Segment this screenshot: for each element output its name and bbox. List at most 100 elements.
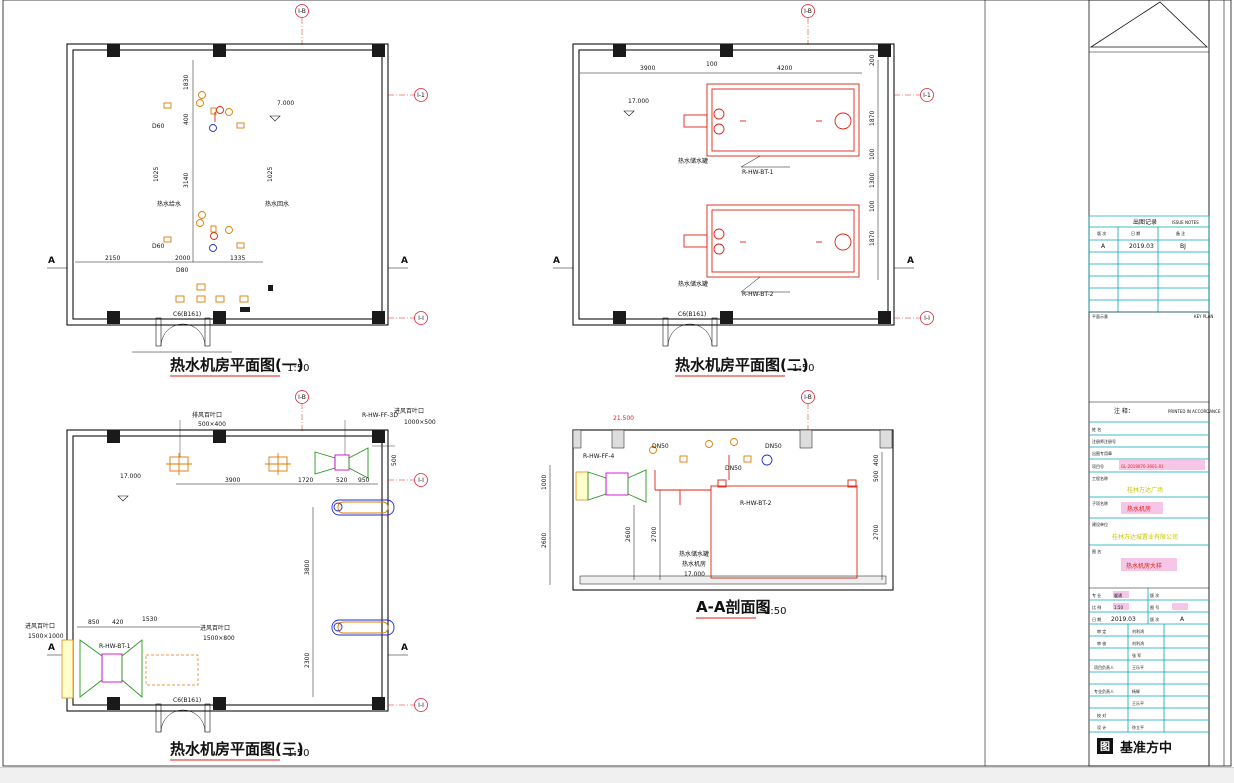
subproject-name: 热水机房 — [1127, 505, 1151, 513]
equipment-tag: R-HW-FF-4 — [583, 453, 615, 460]
grid-label: I-I — [418, 702, 424, 709]
dimension-text: 200 — [869, 54, 876, 66]
notes-label-en: PRINTED IN ACCORDANCE — [1168, 409, 1221, 414]
door: C6(B161) — [155, 311, 211, 347]
dimension-text: 2700 — [873, 525, 880, 540]
pipe-size-label: D60 — [152, 243, 164, 250]
annotation: 热水机房 — [682, 560, 706, 568]
dimension-text: 2000 — [175, 255, 190, 262]
dimension-text: 3900 — [640, 65, 655, 72]
field-label: 日 期 — [1092, 616, 1101, 622]
role-label: 审 定 — [1097, 628, 1106, 634]
section-piping — [649, 438, 773, 505]
elevation-label: 21.500 — [613, 415, 634, 422]
hot-water-tank-2 — [683, 204, 860, 278]
signer-name: 刘利鸿 — [1132, 628, 1144, 634]
door: C6(B161) — [155, 697, 211, 733]
dimension-text: 2600 — [541, 533, 548, 548]
door: C6(B161) — [662, 311, 718, 347]
grid-label: I-1 — [417, 92, 425, 99]
grid-label: I-I — [418, 315, 424, 322]
equipment-tag: R-HW-BT-1 — [742, 169, 774, 176]
company-logo-icon — [1097, 738, 1113, 754]
field-label: 建设单位 — [1092, 521, 1108, 527]
section-mark: A — [907, 256, 914, 266]
section-hot-water-tank — [710, 479, 858, 579]
dimension-text: 2600 — [625, 527, 632, 542]
plan-2: I-B I-1 I-I A A 3900 100 4200 200 1870 1… — [553, 4, 934, 377]
duct-sleeve-lower — [331, 619, 395, 636]
field-label: 姓 名 — [1092, 426, 1101, 432]
dimension-text: 400 — [873, 454, 880, 466]
annotation: 1500×1000 — [28, 633, 64, 640]
grid-label: I-B — [804, 394, 812, 401]
elevation-label: 17.000 — [120, 473, 141, 480]
equipment-tag: R-HW-BT-2 — [740, 500, 772, 507]
room-inner-wall — [72, 435, 383, 706]
equipment-tag: R-HW-BT-2 — [742, 291, 774, 298]
dimension-text: 400 — [183, 113, 190, 125]
heat-pump-unit-left — [61, 639, 199, 699]
column — [107, 311, 120, 324]
dimension-text: 2150 — [105, 255, 120, 262]
duct-sleeve-upper — [331, 499, 395, 516]
company-logo-mark: 图 — [1100, 741, 1110, 753]
elevation-label: 7.000 — [277, 100, 294, 107]
annotation: 热水储水罐 — [678, 157, 708, 165]
drawing-title: 热水机房平面图(一) — [170, 356, 304, 374]
dimension-text: 100 — [869, 148, 876, 160]
drawing-title: 热水机房平面图(三) — [170, 740, 304, 758]
drawing-scale: 1:50 — [287, 363, 309, 374]
pump-cluster-upper — [163, 91, 245, 132]
dimension-text: 4200 — [777, 65, 792, 72]
door-label: C6(B161) — [678, 311, 706, 318]
meta-grid: 专 业 暖通 版 次 比 例 1:50 图 号 日 期 2019.03 版 次 … — [1089, 588, 1209, 625]
section-mark: A — [553, 256, 560, 266]
signer-name: 王乐平 — [1132, 664, 1144, 670]
dimension-text: 1335 — [230, 255, 245, 262]
field-label: 出图专用章 — [1092, 450, 1112, 456]
equipment-tag: R-HW-BT-1 — [99, 643, 131, 650]
field-value: 2019.03 — [1111, 616, 1136, 623]
pipe-size-label: DN50 — [765, 443, 782, 450]
dimension-text: 100 — [869, 200, 876, 212]
field-label: 版 次 — [1150, 592, 1159, 598]
field-label: 项目号 — [1092, 463, 1104, 469]
column — [372, 311, 385, 324]
dimension-text: 520 — [336, 477, 348, 484]
client-name: 桂林万达城置业有限公司 — [1112, 533, 1178, 541]
table-cell: A — [1101, 243, 1106, 250]
dimension-text: 950 — [358, 477, 370, 484]
drawing-name: 热水机房大样 — [1126, 562, 1162, 570]
room-inner-wall — [578, 49, 889, 320]
field-label: 图 名 — [1092, 548, 1101, 554]
field-label: 图 号 — [1150, 604, 1159, 610]
dimension-text: 1870 — [869, 111, 876, 126]
annotation: 500×400 — [198, 421, 226, 428]
grid-label: I-I — [418, 477, 424, 484]
section-outline — [572, 429, 894, 591]
annotation: 排风百叶口 — [192, 411, 222, 419]
pipe-size-label: DN50 — [652, 443, 669, 450]
dimension-text: 1000 — [541, 475, 548, 490]
equipment-tag: R-HW-FF-3D — [362, 412, 398, 419]
role-label: 校 对 — [1097, 712, 1106, 718]
section-mark: A — [48, 643, 55, 653]
room-inner-wall — [72, 49, 383, 320]
signer-name: 刘利鸿 — [1132, 640, 1144, 646]
dimension-text: 3140 — [183, 173, 190, 188]
key-plan-label: 平面示意 — [1092, 313, 1108, 319]
field-value: 暖通 — [1114, 592, 1122, 598]
dimension-text: 100 — [706, 61, 718, 68]
annotation: 1000×500 — [404, 419, 436, 426]
grid-label: I-1 — [923, 92, 931, 99]
table-header: 版 次 — [1097, 230, 1106, 236]
drawing-title: 热水机房平面图(二) — [675, 356, 809, 374]
dimension-text: 1025 — [267, 167, 274, 182]
annotation: 热水回水 — [265, 200, 289, 208]
dimension-text: 1530 — [142, 616, 157, 623]
signer-name: 张 军 — [1132, 652, 1141, 658]
issue-header-en: ISSUE NOTES — [1172, 220, 1199, 225]
drawing-scale: 1:50 — [764, 606, 786, 617]
dimension-text: 2300 — [304, 653, 311, 668]
